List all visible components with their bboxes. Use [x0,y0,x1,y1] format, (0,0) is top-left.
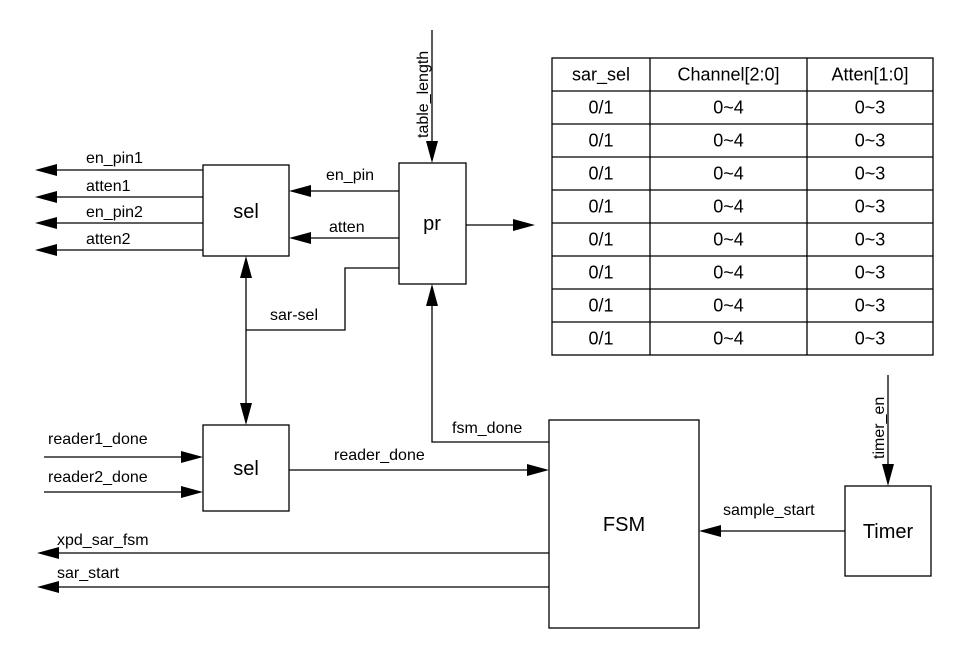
en-pin-wire [289,185,399,197]
table-border [551,57,934,356]
table-cell: 0~4 [713,197,744,217]
fsm-done-label: fsm_done [452,420,522,437]
lookup-table: sar_sel Channel[2:0] Atten[1:0] 0/1 0~4 0~3 0/… [551,57,934,356]
atten-label: atten [329,219,365,236]
atten1-label: atten1 [86,178,131,195]
table-cell: 0~4 [713,263,744,283]
sar-start-label: sar_start [57,565,120,582]
reader-done-wire [289,464,549,476]
table-cell: 0/1 [588,230,613,250]
sar-start-wire [37,581,549,593]
table-cell: 0~3 [855,263,886,283]
table-cell: 0~3 [855,197,886,217]
en-pin2-wire [35,217,203,229]
reader1-done-wire [44,451,203,463]
table-header-cell: Atten[1:0] [831,65,908,85]
table-cell: 0~4 [713,296,744,316]
fsm-done-wire [426,284,549,443]
table-cell: 0/1 [588,131,613,151]
table-cell: 0/1 [588,296,613,316]
atten1-wire [35,191,203,203]
table-cell: 0~4 [713,230,744,250]
timer-en-label: timer_en [871,397,888,459]
table-cell: 0~3 [855,131,886,151]
en-pin1-wire [35,164,203,176]
en-pin1-label: en_pin1 [86,150,143,167]
table-cell: 0~3 [855,164,886,184]
table-cell: 0~4 [713,329,744,349]
reader2-done-label: reader2_done [48,469,148,486]
sel-bottom-label: sel [233,458,259,480]
sar-sel-wire [240,256,399,425]
timer-block [844,485,932,577]
xpd-sar-fsm-label: xpd_sar_fsm [57,532,149,549]
table-length-label: table_length [415,51,432,138]
table-cell: 0/1 [588,164,613,184]
atten-wire [289,232,399,244]
fsm-block [548,419,700,629]
pr-to-table-wire [466,219,535,231]
pr-label: pr [423,213,441,235]
reader1-done-label: reader1_done [48,431,148,448]
reader2-done-wire [44,486,203,498]
sample-start-label: sample_start [723,502,815,519]
table-cell: 0/1 [588,263,613,283]
table-cell: 0~3 [855,296,886,316]
table-cell: 0/1 [588,98,613,118]
atten2-wire [35,244,203,256]
table-cell: 0~4 [713,164,744,184]
fsm-label: FSM [603,514,645,536]
pr-block [398,162,467,285]
table-header-cell: sar_sel [572,65,630,86]
atten2-label: atten2 [86,231,131,248]
table-cell: 0/1 [588,197,613,217]
table-cell: 0~3 [855,230,886,250]
table-cell: 0~3 [855,329,886,349]
en-pin2-label: en_pin2 [86,204,143,221]
table-length-wire [426,30,438,163]
en-pin-label: en_pin [326,167,374,184]
sel-top-block [202,164,290,257]
timer-label: Timer [863,521,914,543]
table-cell: 0~3 [855,98,886,118]
sample-start-wire [699,525,845,537]
reader-done-label: reader_done [334,447,425,464]
table-cell: 0/1 [588,329,613,349]
sel-top-label: sel [233,201,259,223]
table-cell: 0~4 [713,98,744,118]
timer-en-wire [882,375,894,486]
table-cell: 0~4 [713,131,744,151]
sar-sel-label: sar-sel [270,307,318,324]
table-header-cell: Channel[2:0] [677,65,779,85]
xpd-sar-fsm-wire [37,547,549,559]
